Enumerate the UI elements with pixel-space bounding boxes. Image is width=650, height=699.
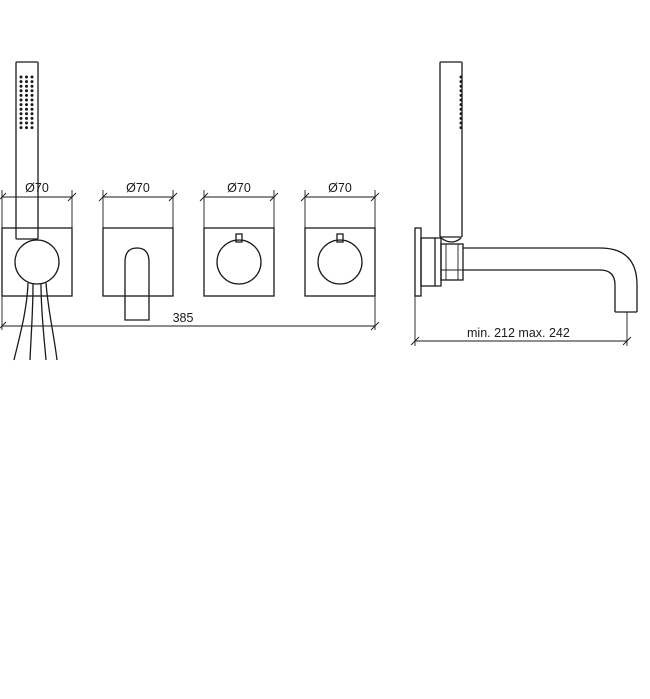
total-width-label: 385 <box>173 311 194 325</box>
nozzle-dot-side <box>459 98 463 102</box>
nozzle-dot-side <box>459 84 463 88</box>
dimension-diameter-3: Ø70 <box>199 181 279 228</box>
nozzle-dot <box>30 89 34 93</box>
nozzle-dot-side <box>459 80 463 84</box>
spray-nozzles <box>19 75 34 130</box>
nozzle-dot <box>19 103 23 107</box>
nozzle-dot <box>30 121 34 125</box>
nozzle-dot <box>25 107 28 111</box>
nozzle-dot-side <box>459 89 463 93</box>
hand-shower-side <box>439 61 463 238</box>
nozzle-dot-side <box>459 75 463 79</box>
nozzle-dot-side <box>459 126 463 130</box>
nozzle-dot <box>30 98 34 102</box>
nozzle-dot <box>30 103 34 107</box>
projection-label: min. 212 max. 242 <box>467 326 570 340</box>
nozzle-dot <box>19 112 23 116</box>
dimension-diameter-2: Ø70 <box>98 181 178 228</box>
nozzle-dot <box>25 121 28 125</box>
nozzle-dot-side <box>459 93 463 97</box>
dimension-total-width: 385 <box>0 296 380 331</box>
nozzle-dot <box>25 98 28 102</box>
nozzle-dot-side <box>459 107 463 111</box>
nozzle-dot <box>30 75 34 79</box>
nozzle-dot <box>25 103 28 107</box>
nozzle-dot <box>25 126 28 130</box>
nozzle-dot <box>19 93 23 97</box>
dimension-diameter-4: Ø70 <box>300 181 380 228</box>
diameter-label-1: Ø70 <box>25 181 49 195</box>
nozzle-dot <box>25 75 28 79</box>
side-view: min. 212 max. 242 <box>410 61 638 346</box>
diameter-label-4: Ø70 <box>328 181 352 195</box>
diameter-label-3: Ø70 <box>227 181 251 195</box>
hand-shower-front <box>15 61 39 240</box>
nozzle-dot-side <box>459 116 463 120</box>
nozzle-dot <box>30 107 34 111</box>
spout-side <box>463 247 638 313</box>
nozzle-dot-side <box>459 121 463 125</box>
module-mixer-knob-1 <box>203 227 275 297</box>
nozzle-dot <box>19 126 23 130</box>
nozzle-dot <box>30 112 34 116</box>
dimension-diameter-1: Ø70 <box>0 181 77 228</box>
diameter-label-2: Ø70 <box>126 181 150 195</box>
nozzle-dot <box>25 93 28 97</box>
module-spout <box>102 227 174 321</box>
shower-holder-bracket <box>435 237 464 287</box>
dimension-projection: min. 212 max. 242 <box>410 296 632 346</box>
nozzle-dot <box>19 84 23 88</box>
wall-plate <box>414 227 436 297</box>
nozzle-dot <box>19 121 23 125</box>
nozzle-dot <box>30 84 34 88</box>
nozzle-dot <box>19 80 23 84</box>
nozzle-dot <box>25 116 28 120</box>
module-hand-shower-holder <box>1 227 73 361</box>
nozzle-dot <box>30 116 34 120</box>
nozzle-dot <box>30 93 34 97</box>
nozzle-dot <box>25 84 28 88</box>
nozzle-dot <box>25 89 28 93</box>
nozzle-dot <box>19 75 23 79</box>
front-view: Ø70 Ø70 <box>0 61 380 361</box>
nozzle-dot <box>19 89 23 93</box>
nozzle-dot <box>25 80 28 84</box>
nozzle-dot-side <box>459 103 463 107</box>
nozzle-dot-side <box>459 112 463 116</box>
spray-nozzles-side <box>459 75 463 130</box>
nozzle-dot <box>30 80 34 84</box>
module-mixer-knob-2 <box>304 227 376 297</box>
nozzle-dot <box>19 107 23 111</box>
nozzle-dot <box>19 116 23 120</box>
nozzle-dot <box>30 126 34 130</box>
nozzle-dot <box>19 98 23 102</box>
nozzle-dot <box>25 112 28 116</box>
